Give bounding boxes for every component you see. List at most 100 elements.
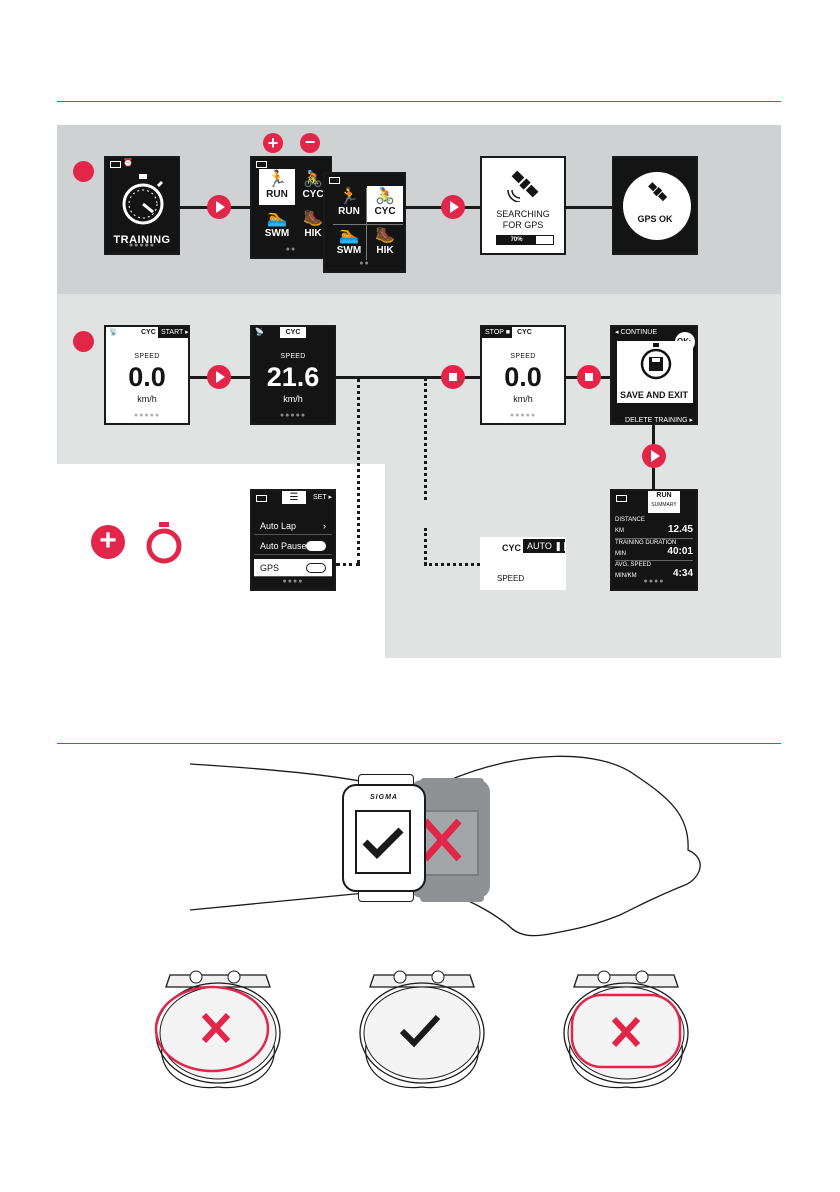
screen-settings: ☰ SET ▸ Auto Lap› Auto Pause GPS ●●●● [250,489,336,591]
dotted-connector [424,378,427,500]
fit-too-loose [154,970,281,1089]
page-dots: ●●●●● [509,412,537,419]
sport-item-swm[interactable]: 🏊SWM [259,208,295,244]
menu-item-gps[interactable]: GPS [254,559,332,577]
sport-item-cyc[interactable]: 🚴CYC [295,169,330,205]
page-dots: ●● [359,260,370,267]
summary-subtitle: SUMMARY [651,502,677,508]
section-divider-bottom [57,743,781,744]
sport-item-cyc[interactable]: 🚴CYC [367,186,403,222]
sport-label: CYC [517,329,532,336]
watch-strap [420,778,484,788]
page-dots: ●●●● [643,578,665,585]
screen-gps-search: SEARCHING FOR GPS 70% [480,156,566,255]
battery-icon [256,495,267,502]
screen-save-exit: ◂ CONTINUE OK▸ SAVE AND EXIT DELETE TRAI… [610,325,698,425]
watch-screen-correct [355,810,411,874]
bike-icon: 🚴 [375,188,395,205]
set-label: SET ▸ [313,494,332,501]
play-icon [441,195,465,219]
screen-sport-select-cyc: 🏃RUN 🚴CYC 🏊SWM 🥾HIK ●● [323,172,406,273]
battery-icon [110,161,121,168]
screen-auto-pause: CYC AUTO ❚❚ SPEED [480,537,566,590]
menu-list-icon: ☰ [282,491,306,504]
summary-row-duration: TRAINING DURATION MIN 40:01 [615,540,693,561]
metric-value: 21.6 [266,362,320,392]
flow-band-options [385,464,781,658]
start-tab[interactable]: START ▸ [158,327,188,338]
step-badge-2 [73,331,94,352]
summary-row-avg-speed: AVG. SPEED MIN/KM 4:34 [615,562,693,579]
stopwatch-icon [146,522,182,564]
swim-icon: 🏊 [339,227,359,244]
metric-label: SPEED [280,353,306,360]
run-icon: 🏃 [267,171,287,188]
cross-icon [422,818,462,862]
stop-tab[interactable]: STOP ■ [482,327,512,338]
gps-signal-icon: 📡 [109,329,118,336]
dotted-connector [336,563,360,566]
gps-progress-label: 70% [510,237,523,243]
screen-gps-ok: GPS OK [612,156,698,255]
alarm-icon: ⏰ [123,158,133,167]
sport-item-run[interactable]: 🏃RUN [259,169,295,205]
screen-sport-select: 🏃RUN 🚴CYC 🏊SWM 🥾HIK ●● [250,156,332,259]
satellite-icon [648,182,668,202]
gps-progress-bar: 70% [496,235,554,245]
sport-item-run[interactable]: 🏃RUN [331,186,367,222]
gps-search-line1: SEARCHING [496,209,550,219]
page-dots: ●●●●● [128,242,156,249]
delete-training-option[interactable]: DELETE TRAINING ▸ [625,417,693,424]
summary-title: RUN [656,492,672,499]
screen-summary: RUN SUMMARY DISTANCE KM 12.45 TRAINING D… [610,489,698,591]
battery-icon [616,495,627,502]
menu-item-auto-pause[interactable]: Auto Pause [254,537,332,555]
sport-item-hik[interactable]: 🥾HIK [367,225,403,261]
flow-line [566,206,612,209]
sport-label: CYC [502,543,522,553]
step-badge-1 [73,161,94,182]
gps-signal-icon: 📡 [255,329,264,336]
minus-icon: − [300,133,320,153]
fit-too-tight [563,970,689,1089]
battery-icon [256,161,267,168]
fit-correct [359,970,485,1089]
metric-label: SPEED [134,353,160,360]
run-icon: 🏃 [339,188,359,205]
summary-row-distance: DISTANCE KM 12.45 [615,517,693,539]
menu-item-auto-lap[interactable]: Auto Lap› [254,517,332,535]
page-dots: ●●●●● [133,412,161,419]
chevron-right-icon: › [323,521,326,531]
page-dots: ●●●●● [279,412,307,419]
sport-item-hik[interactable]: 🥾HIK [295,208,330,244]
dotted-connector [424,528,427,565]
hike-icon: 🥾 [303,210,323,227]
auto-pause-tab: AUTO ❚❚ [523,539,566,553]
stopwatch-icon [122,174,164,225]
sport-tab: CYC [280,327,306,338]
continue-option[interactable]: ◂ CONTINUE [615,329,658,336]
wrist-illustration [190,755,701,937]
swim-icon: 🏊 [267,210,287,227]
flow-line [336,376,480,379]
check-icon [362,827,404,859]
screen-ride-start: 📡 CYC START ▸ SPEED 0.0 km/h ●●●●● [104,325,190,425]
play-icon [642,444,666,468]
sport-item-swm[interactable]: 🏊SWM [331,225,367,261]
screen-ride-stop: STOP ■ CYC SPEED 0.0 km/h ●●●●● [480,325,566,425]
play-icon [207,365,231,389]
gps-toggle[interactable] [306,563,326,573]
metric-label: SPEED [510,353,536,360]
auto-pause-toggle[interactable] [306,541,326,551]
metric-label: SPEED [497,574,525,583]
gps-ok-circle [623,172,691,240]
stop-icon [577,365,601,389]
summary-header: RUN SUMMARY [648,491,680,513]
section-divider-top [57,101,781,102]
watch-strap [420,892,484,902]
save-panel [617,341,693,403]
stop-icon [441,365,465,389]
screen-ride-active: 📡 CYC SPEED 21.6 km/h ●●●●● [250,325,336,425]
save-exit-label[interactable]: SAVE AND EXIT [619,390,688,400]
battery-icon [329,177,340,184]
